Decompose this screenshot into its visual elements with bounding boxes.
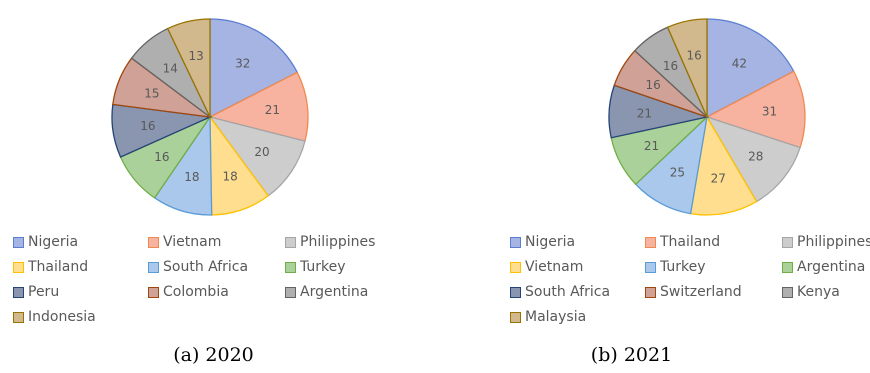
legend-label: Nigeria [28,234,79,250]
legend-item-nigeria: Nigeria [510,232,645,252]
legend-item-nigeria: Nigeria [13,232,148,252]
caption-2021: (b) 2021 [590,344,673,366]
legend-swatch [285,236,296,248]
legend-item-argentina: Argentina [285,282,420,302]
legend-swatch [510,311,521,323]
legend-label: Switzerland [660,284,742,300]
caption-2020: (a) 2020 [173,344,254,366]
legend-swatch [13,236,24,248]
legend-swatch [13,286,24,298]
legend-swatch [645,236,656,248]
legend-item-south-africa: South Africa [510,282,645,302]
legend-item-peru: Peru [13,282,148,302]
data-label-nigeria: 42 [732,56,747,70]
legend-label: Argentina [797,259,866,275]
data-label-switzerland: 16 [645,78,660,92]
legend-label: Philippines [300,234,376,250]
legend-item-kenya: Kenya [782,282,870,302]
data-label-malaysia: 16 [686,49,701,63]
data-label-vietnam: 27 [711,172,726,186]
pie-slice-indonesia [166,18,211,118]
legend-swatch [782,286,793,298]
legend-item-vietnam: Vietnam [148,232,285,252]
legend-swatch [645,261,656,273]
legend-label: Thailand [660,234,721,250]
legend-label: Colombia [163,284,229,300]
legend-label: Kenya [797,284,840,300]
legend-item-south-africa: South Africa [148,257,285,277]
data-label-turkey: 25 [670,165,685,179]
data-label-argentina: 21 [644,139,659,153]
data-label-kenya: 16 [663,59,678,73]
data-label-thailand: 18 [222,169,237,183]
data-label-vietnam: 21 [265,103,280,117]
legend-label: Nigeria [525,234,576,250]
legend-label: Turkey [300,259,346,275]
legend-item-indonesia: Indonesia [13,307,148,327]
legend-swatch [13,311,24,323]
pie-slice-nigeria [706,18,795,119]
legend-label: Vietnam [163,234,222,250]
pie-slice-thailand [705,70,806,149]
legend-label: Malaysia [525,309,587,325]
legend-label: Philippines [797,234,870,250]
legend-item-vietnam: Vietnam [510,257,645,277]
data-label-south-africa: 18 [184,170,199,184]
legend-swatch [285,261,296,273]
legend-label: South Africa [525,284,611,300]
legend-item-thailand: Thailand [13,257,148,277]
data-label-thailand: 31 [762,105,777,119]
data-label-turkey: 16 [154,150,169,164]
pie-slice-philippines [208,115,306,197]
data-label-argentina: 14 [163,62,178,76]
data-label-peru: 16 [140,119,155,133]
legend-label: Peru [28,284,60,300]
legend-item-malaysia: Malaysia [510,307,645,327]
legend-item-turkey: Turkey [645,257,782,277]
legend-item-colombia: Colombia [148,282,285,302]
legend-item-argentina: Argentina [782,257,870,277]
data-label-indonesia: 13 [188,49,203,63]
legend-label: Vietnam [525,259,584,275]
legend-item-philippines: Philippines [782,232,870,252]
legend-swatch [645,286,656,298]
data-label-philippines: 20 [254,145,269,159]
legend-swatch [148,261,159,273]
data-label-colombia: 15 [144,86,159,100]
legend-swatch [148,236,159,248]
pie-slice-vietnam [689,115,758,216]
legend-swatch [13,261,24,273]
legend-item-thailand: Thailand [645,232,782,252]
legend-swatch [148,286,159,298]
legend-label: Turkey [660,259,706,275]
data-label-philippines: 28 [748,149,763,163]
legend-label: South Africa [163,259,249,275]
legend-swatch [510,286,521,298]
data-label-nigeria: 32 [235,57,250,71]
legend-swatch [510,261,521,273]
legend-label: Indonesia [28,309,96,325]
legend-swatch [782,236,793,248]
legend-swatch [782,261,793,273]
chart-panel-2020: 32 21 20 18 18 16 16 15 14 13 Nigeria Vietnam Phili… [13,18,420,366]
pie-slice-malaysia [666,18,708,118]
legend-swatch [285,286,296,298]
legend-item-switzerland: Switzerland [645,282,782,302]
pie-chart-2020: 32 21 20 18 18 16 16 15 14 13 [111,18,309,216]
pie-slice-philippines [705,115,801,203]
legend-swatch [510,236,521,248]
data-label-south-africa: 21 [637,106,652,120]
legend-item-turkey: Turkey [285,257,420,277]
legend-label: Argentina [300,284,369,300]
pie-slice-nigeria [209,18,299,119]
legend-item-philippines: Philippines [285,232,420,252]
pie-slice-vietnam [208,71,309,142]
legend-label: Thailand [28,259,89,275]
